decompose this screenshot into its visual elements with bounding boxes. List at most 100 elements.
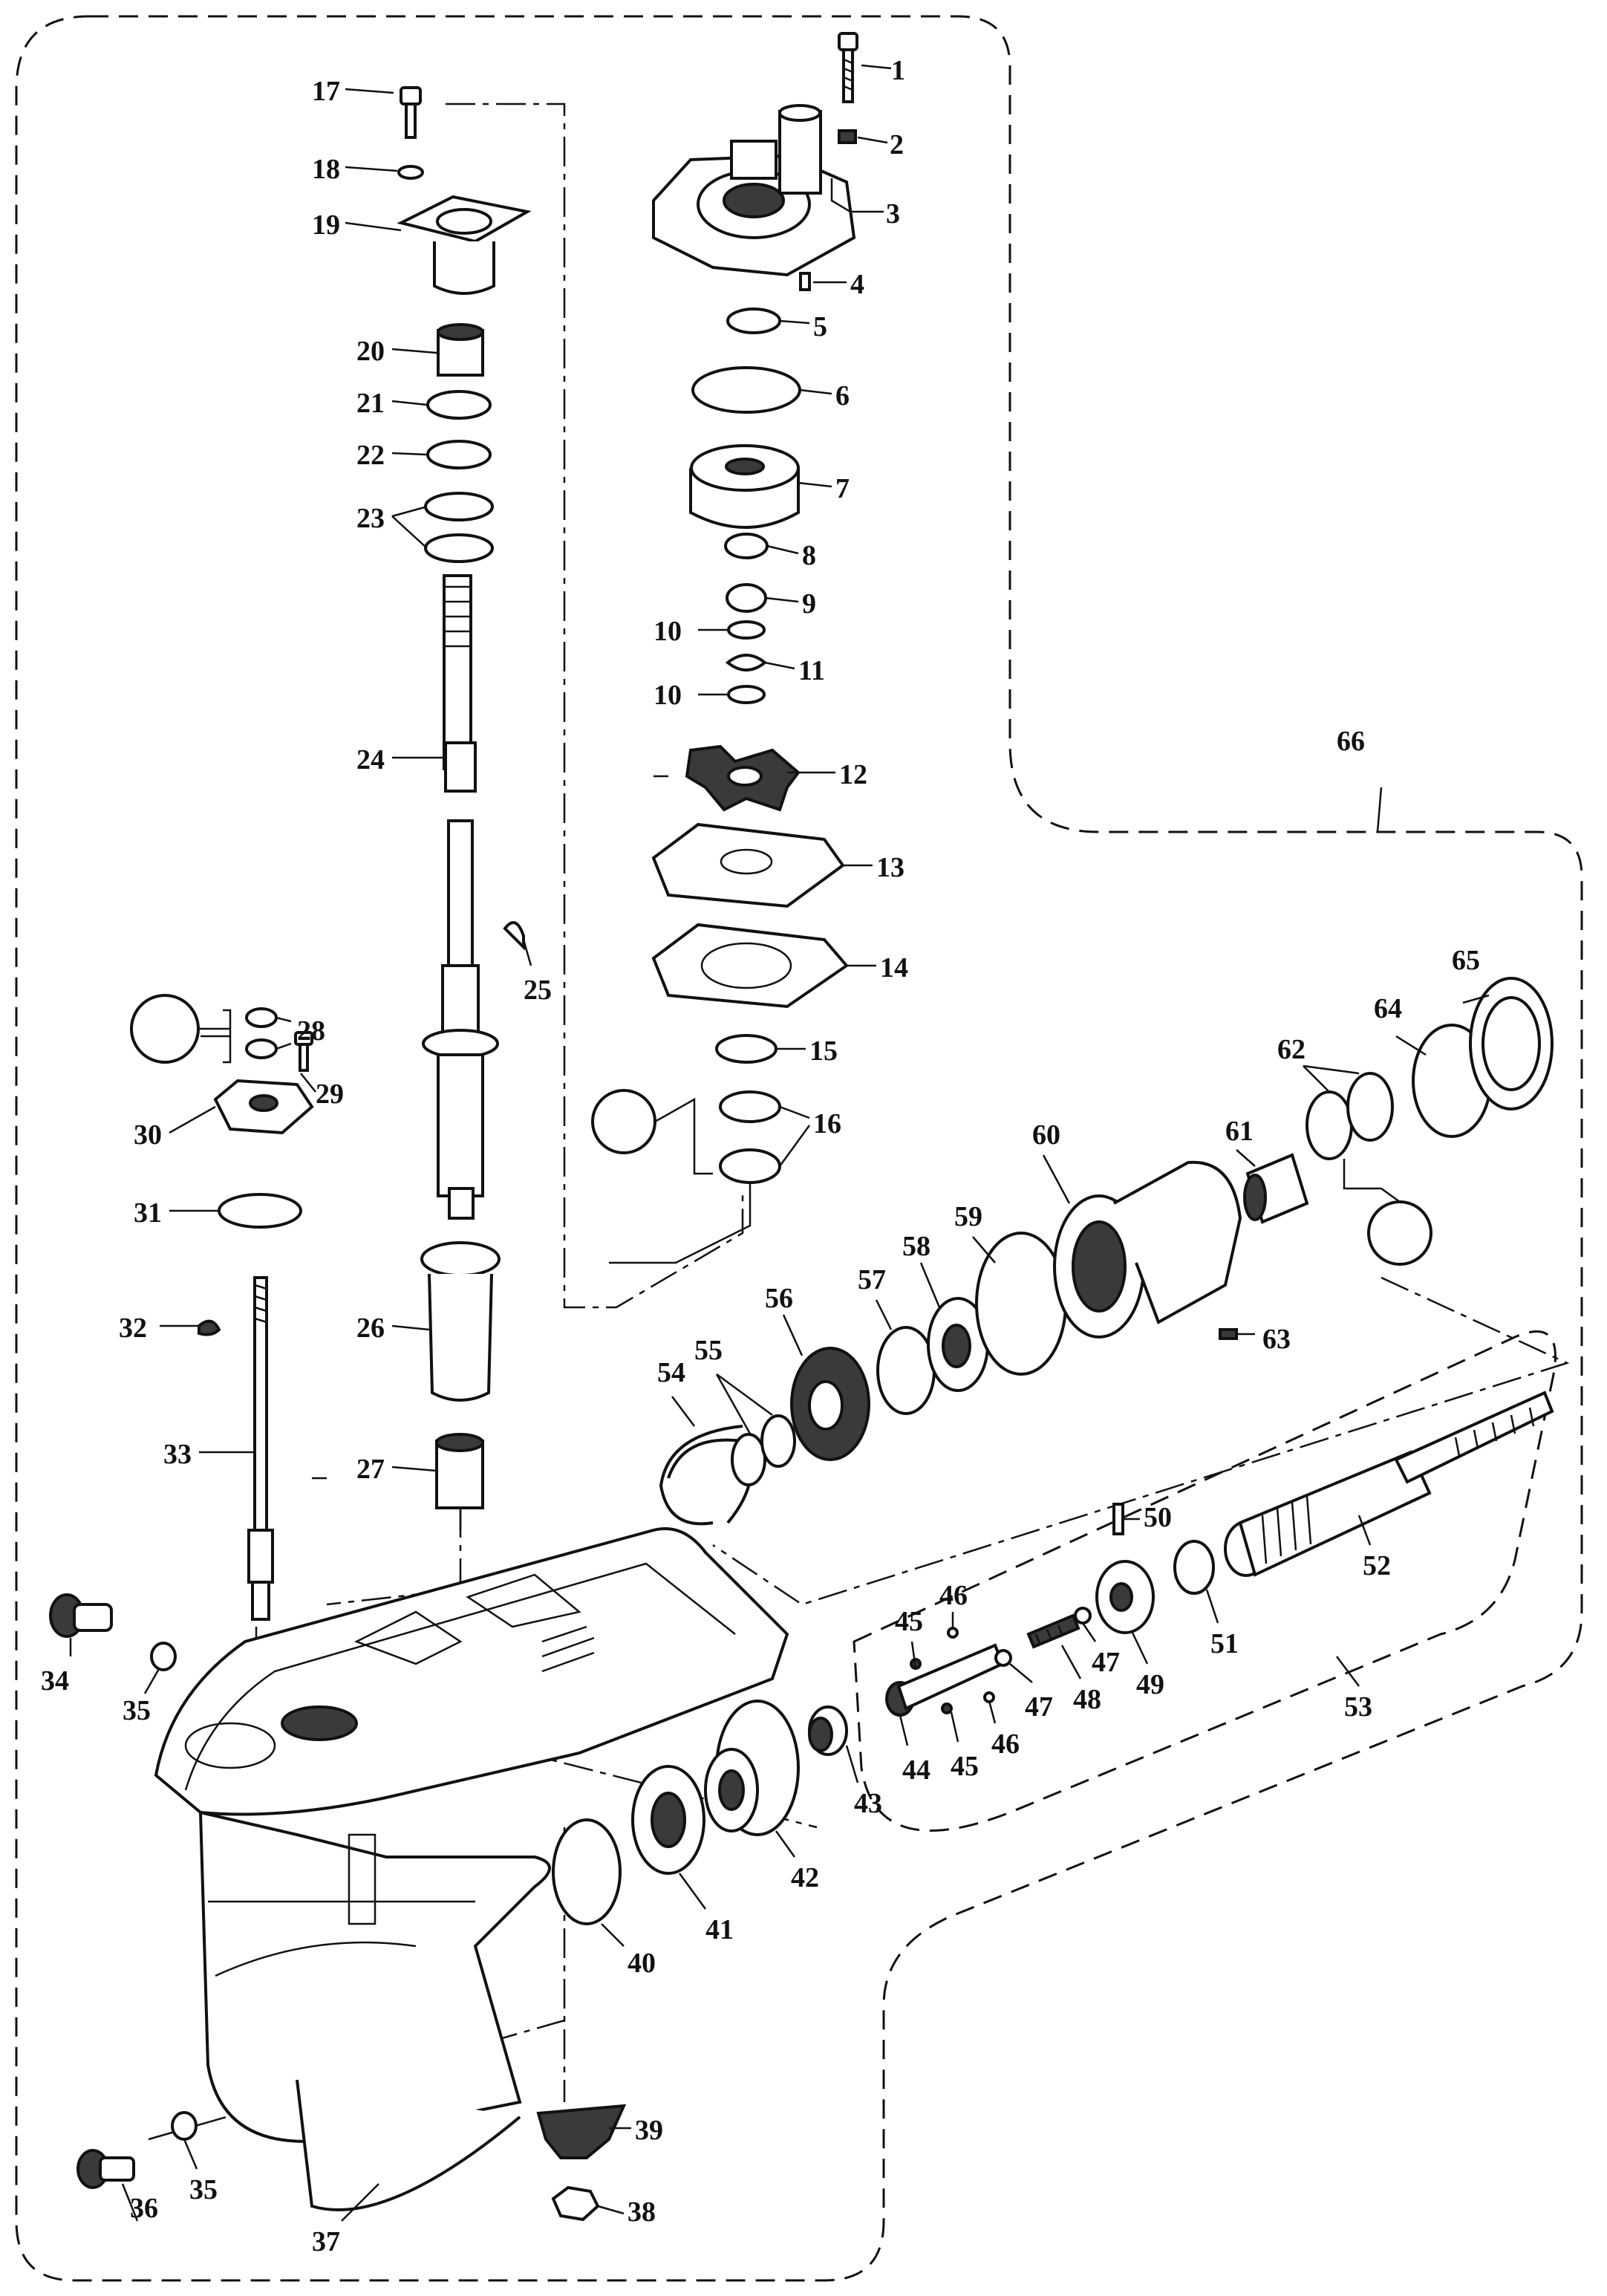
shift-rod-part-33 xyxy=(247,1276,274,1621)
plug-part-36 xyxy=(76,2149,135,2189)
callout-32: 32 xyxy=(119,1313,147,1344)
callout-35b: 35 xyxy=(189,2174,218,2205)
washer-part-18 xyxy=(397,165,424,180)
bushing-detail-inset xyxy=(130,994,200,1064)
callout-37: 37 xyxy=(312,2226,340,2257)
callout-38: 38 xyxy=(628,2196,656,2228)
needle-bearing-part-43 xyxy=(808,1705,848,1756)
callout-66: 66 xyxy=(1337,726,1365,757)
callout-62: 62 xyxy=(1277,1034,1306,1065)
washer-part-35a xyxy=(150,1642,177,1671)
shim-part-55a xyxy=(731,1433,766,1486)
callout-12: 12 xyxy=(839,759,867,790)
assembly-boundary-66 xyxy=(15,15,1583,2282)
reverse-gear-part-56 xyxy=(790,1347,870,1461)
pump-housing-part-3 xyxy=(652,104,856,277)
callout-labels: 1 2 3 4 5 6 7 8 9 10 11 10 12 13 14 15 1… xyxy=(41,55,1480,2257)
callout-55: 55 xyxy=(694,1335,723,1366)
ball-part-47b xyxy=(1074,1607,1092,1625)
clip-part-2 xyxy=(838,129,857,144)
callout-43: 43 xyxy=(854,1788,882,1819)
key-part-63 xyxy=(1219,1328,1238,1340)
callout-35a: 35 xyxy=(123,1695,151,1726)
clutch-dog-part-49 xyxy=(1095,1560,1155,1634)
bushing-part-28b xyxy=(245,1038,278,1059)
taper-bearing-part-41 xyxy=(631,1765,705,1875)
callout-4: 4 xyxy=(850,269,864,300)
bearing-housing-part-19 xyxy=(397,195,532,295)
nut-part-38 xyxy=(551,2185,600,2222)
o-ring-part-59 xyxy=(975,1232,1067,1376)
driveshaft-group xyxy=(397,86,532,1509)
pin-part-50 xyxy=(1112,1503,1124,1535)
o-ring-part-31 xyxy=(218,1193,302,1229)
callout-52: 52 xyxy=(1363,1550,1391,1581)
callout-33: 33 xyxy=(163,1439,192,1470)
forward-gear-part-42 xyxy=(704,1700,800,1836)
callout-61: 61 xyxy=(1225,1116,1254,1147)
callout-1: 1 xyxy=(891,55,905,86)
callout-25: 25 xyxy=(524,975,552,1006)
water-pump-group xyxy=(591,32,858,1184)
callout-22: 22 xyxy=(356,440,385,471)
washer-part-10a xyxy=(727,620,766,640)
callout-10b: 10 xyxy=(653,680,682,711)
callout-31: 31 xyxy=(134,1197,162,1229)
bushing-part-28a xyxy=(245,1007,278,1028)
callout-42: 42 xyxy=(791,1862,819,1893)
ring-nut-part-65 xyxy=(1469,977,1554,1110)
seal-detail-inset-62 xyxy=(1367,1200,1432,1266)
callout-51: 51 xyxy=(1210,1628,1239,1659)
sleeve-part-26 xyxy=(420,1241,501,1402)
plate-part-13 xyxy=(651,822,845,908)
oil-seal-part-15 xyxy=(715,1034,778,1064)
ball-part-46b xyxy=(983,1691,995,1703)
shim-part-21 xyxy=(426,390,492,420)
callout-27: 27 xyxy=(356,1454,385,1485)
callout-48: 48 xyxy=(1073,1684,1101,1715)
callout-23: 23 xyxy=(356,503,385,534)
callout-20: 20 xyxy=(356,336,385,367)
pinion-gear-part-39 xyxy=(536,2104,627,2159)
clip-part-32 xyxy=(198,1319,221,1336)
callout-60: 60 xyxy=(1032,1119,1060,1151)
spring-part-48 xyxy=(1026,1613,1080,1649)
callout-40: 40 xyxy=(628,1948,656,1979)
o-ring-part-5 xyxy=(726,308,781,334)
callout-39: 39 xyxy=(635,2115,663,2146)
callout-11: 11 xyxy=(798,655,825,686)
callout-47b: 47 xyxy=(1092,1647,1120,1678)
plug-part-34 xyxy=(49,1593,113,1638)
callout-47a: 47 xyxy=(1025,1691,1053,1723)
callout-56: 56 xyxy=(765,1283,793,1314)
seal-detail-inset xyxy=(591,1089,656,1154)
woodruff-key-part-25 xyxy=(503,921,525,951)
callout-8: 8 xyxy=(802,540,816,571)
callout-26: 26 xyxy=(356,1313,385,1344)
callout-2: 2 xyxy=(890,129,904,160)
callout-10a: 10 xyxy=(653,616,682,647)
oil-seal-part-62a xyxy=(1306,1090,1353,1160)
callout-5: 5 xyxy=(813,311,827,342)
shift-plunger-part-44 xyxy=(885,1643,1005,1717)
callout-19: 19 xyxy=(312,209,340,241)
thrust-washer-part-23a xyxy=(424,492,494,521)
callout-18: 18 xyxy=(312,154,340,185)
callout-24: 24 xyxy=(356,744,385,775)
callout-45b: 45 xyxy=(951,1751,979,1782)
callout-44: 44 xyxy=(902,1754,930,1786)
wave-washer-part-11 xyxy=(725,654,768,671)
callout-7: 7 xyxy=(835,473,850,504)
needle-bearing-part-20 xyxy=(437,323,484,377)
oil-seal-part-16a xyxy=(719,1090,781,1123)
callout-16: 16 xyxy=(813,1108,841,1139)
ball-part-47a xyxy=(994,1649,1012,1667)
callout-29: 29 xyxy=(316,1079,344,1110)
callout-59: 59 xyxy=(954,1201,982,1232)
callout-9: 9 xyxy=(802,588,816,619)
washer-part-10b xyxy=(727,685,766,704)
callout-64: 64 xyxy=(1374,993,1402,1024)
callout-28: 28 xyxy=(297,1015,325,1047)
callout-30: 30 xyxy=(134,1119,162,1151)
seal-part-9 xyxy=(726,583,767,613)
